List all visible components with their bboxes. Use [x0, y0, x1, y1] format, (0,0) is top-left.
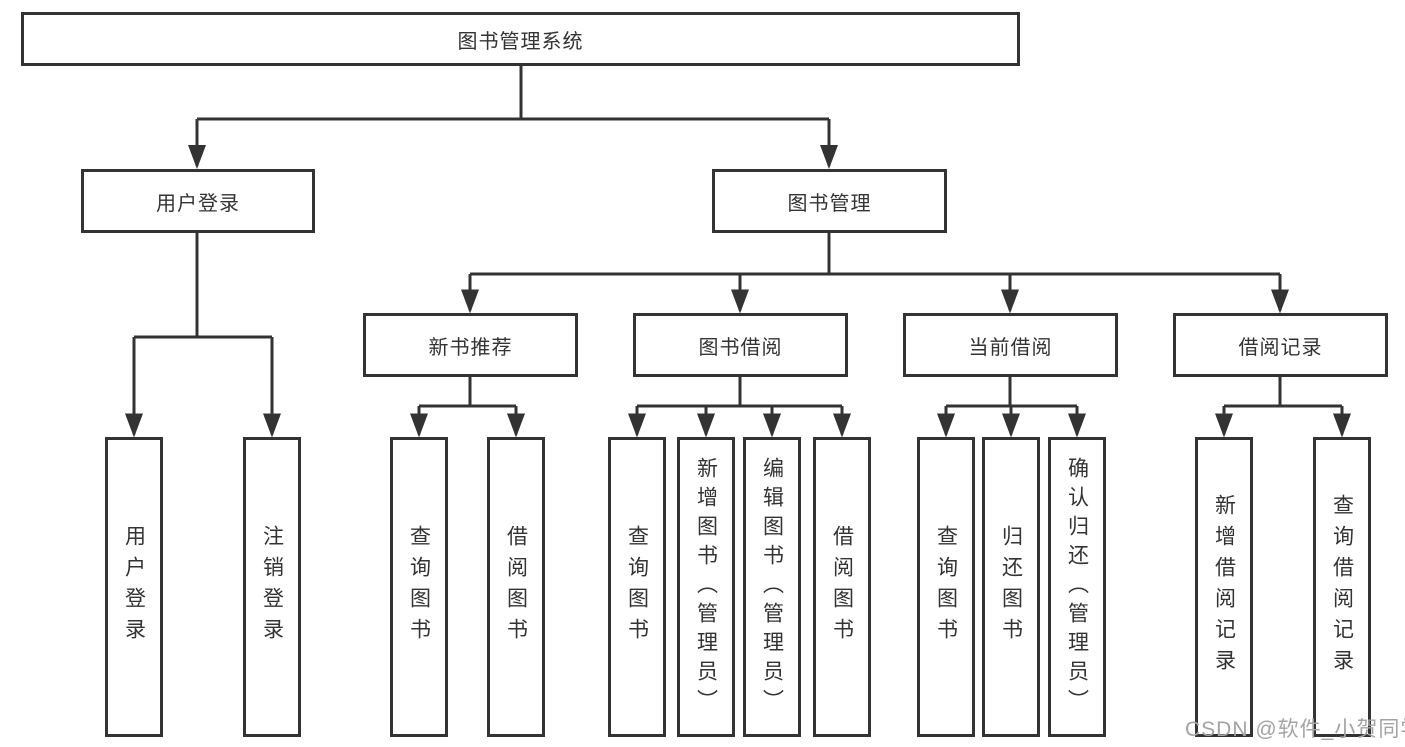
leaf-borrow-borrow-book: 借阅图书 [813, 437, 871, 737]
leaf-current-confirm-return-admin: 确认归还（管理员） [1048, 437, 1106, 737]
leaf-borrow-edit-book-admin: 编辑图书（管理员） [743, 437, 801, 737]
leaf-newbook-borrow-book: 借阅图书 [487, 437, 545, 737]
node-new-book-recommend: 新书推荐 [363, 313, 578, 377]
node-user-login: 用户登录 [81, 169, 315, 233]
node-borrow-records: 借阅记录 [1173, 313, 1388, 377]
node-book-borrow: 图书借阅 [633, 313, 848, 377]
leaf-records-add-record: 新增借阅记录 [1195, 437, 1253, 737]
leaf-borrow-add-book-admin: 新增图书（管理员） [677, 437, 735, 737]
leaf-user-login: 用户登录 [105, 437, 163, 737]
arrow-drops [125, 119, 1351, 438]
leaf-logout: 注销登录 [243, 437, 301, 737]
leaf-current-return-book: 归还图书 [982, 437, 1040, 737]
leaf-borrow-query-book: 查询图书 [608, 437, 666, 737]
node-root: 图书管理系统 [21, 12, 1020, 66]
leaf-current-query-book: 查询图书 [917, 437, 975, 737]
watermark: CSDN @软件_小贺同学 [1185, 718, 1405, 741]
tree-backbone [134, 64, 1342, 408]
node-current-borrow: 当前借阅 [903, 313, 1118, 377]
leaf-records-query-record: 查询借阅记录 [1313, 437, 1371, 737]
leaf-newbook-query-book: 查询图书 [390, 437, 448, 737]
node-book-management: 图书管理 [712, 169, 947, 233]
